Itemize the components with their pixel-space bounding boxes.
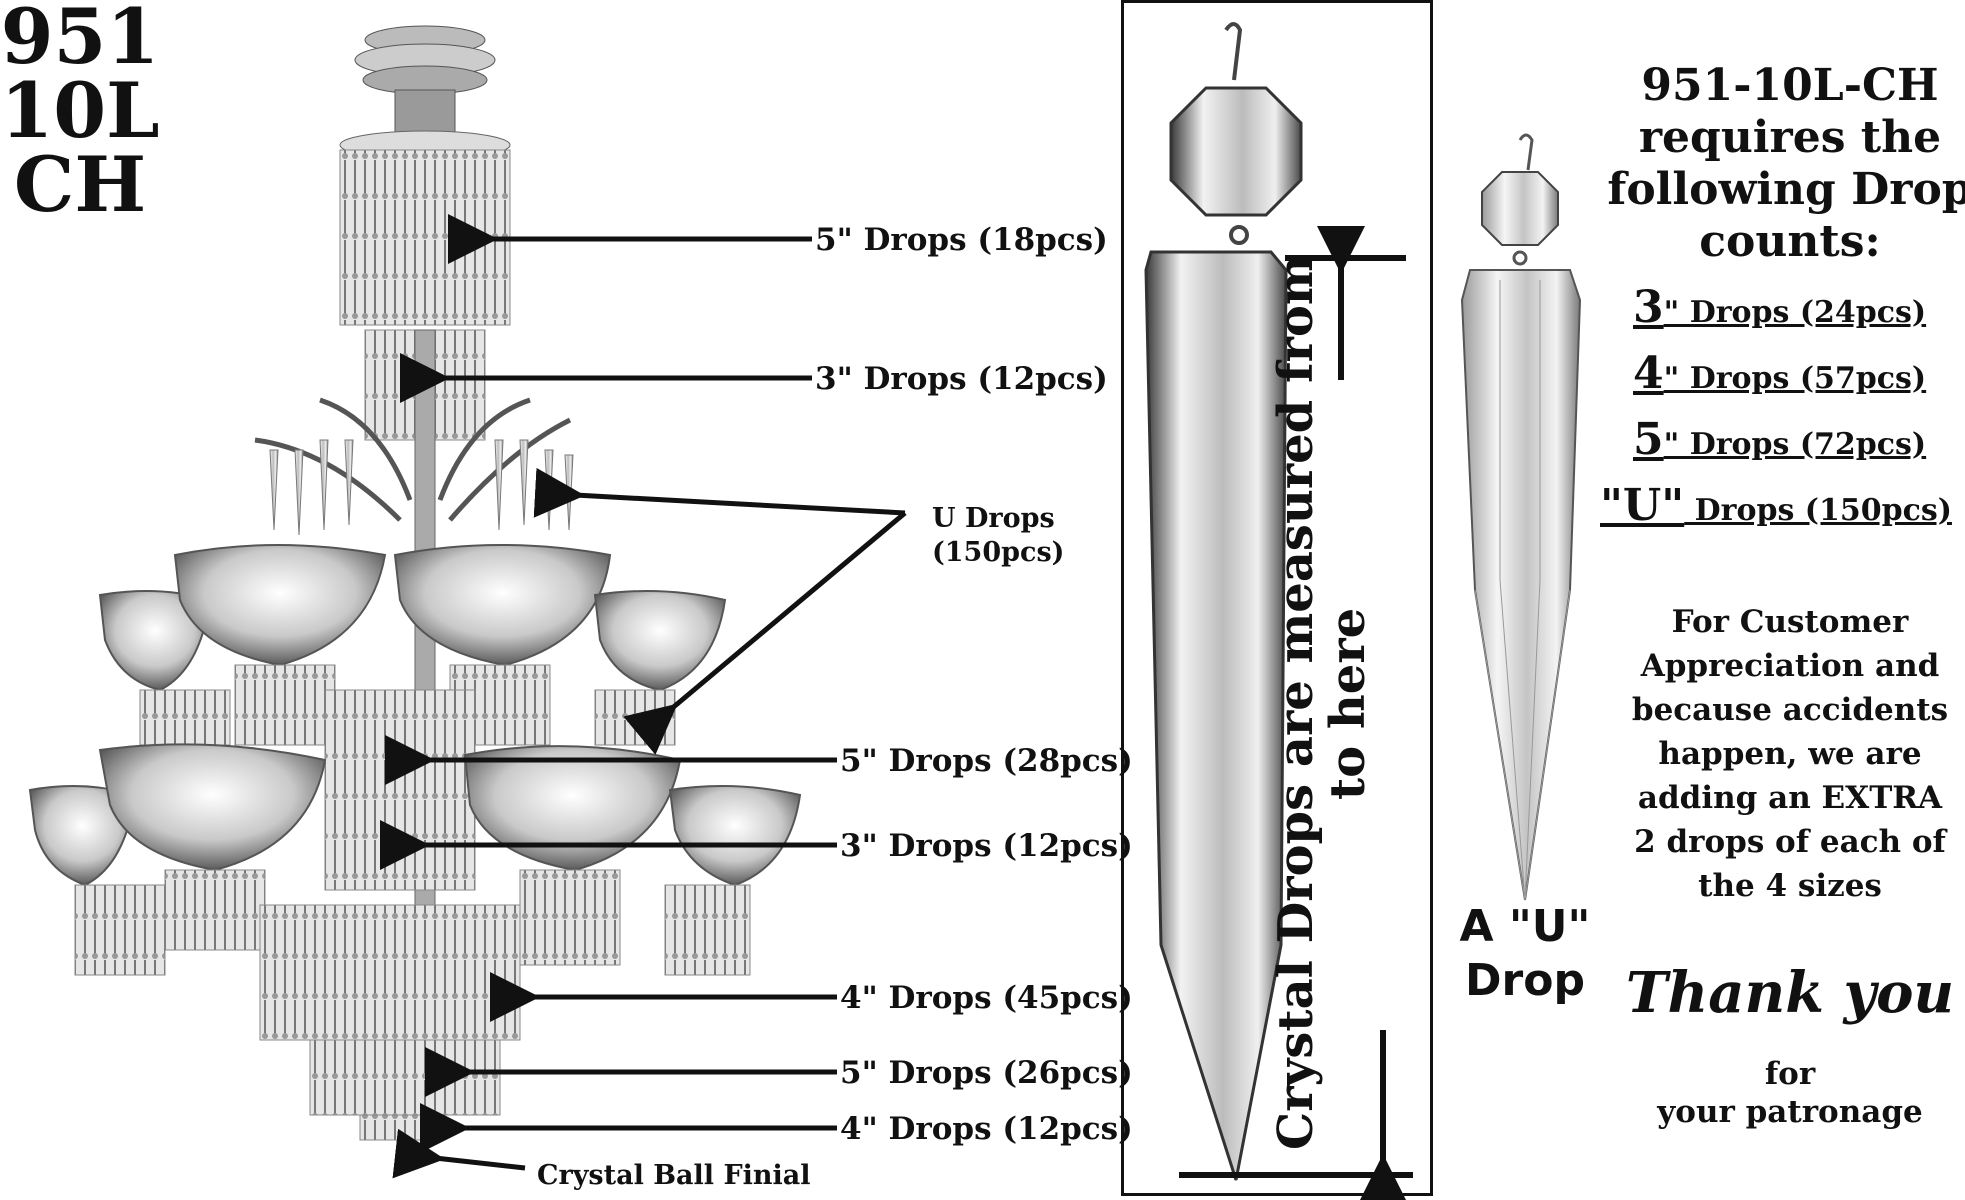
u-drop-icon	[1460, 269, 1582, 901]
drop-count-row: 4" Drops (57pcs)	[1633, 348, 1926, 399]
model-line-3: CH	[13, 140, 147, 229]
upper-bowl-drops	[139, 689, 231, 746]
requirements-title-line-2: requires the	[1638, 112, 1942, 163]
drop-count-text: Drops (150pcs)	[1684, 493, 1952, 528]
octagon-prism-icon	[1481, 171, 1559, 246]
callout-finial: Crystal Ball Finial	[537, 1160, 811, 1191]
lower-bowl-drops	[164, 869, 266, 951]
upper-bowl-drops	[234, 664, 336, 746]
octagon-prism-icon	[1169, 86, 1303, 217]
measurement-note-line-2: to here	[1320, 607, 1376, 800]
model-line-1: 951	[0, 0, 160, 81]
callout-u-drops-count: (150pcs)	[932, 537, 1065, 568]
drop-count-row: 3" Drops (24pcs)	[1633, 282, 1926, 333]
note-line: adding an EXTRA	[1637, 780, 1943, 816]
scroll-arms	[254, 397, 572, 522]
customer-appreciation-note: For Customer Appreciation and because ac…	[1600, 600, 1965, 908]
upper-glass-shades	[98, 544, 727, 692]
drop-count-row: "U" Drops (150pcs)	[1600, 480, 1952, 531]
callout-upper-3in: 3" Drops (12pcs)	[815, 361, 1108, 397]
model-number: 951 10L CH	[0, 0, 160, 229]
callout-u-drops: U Drops	[932, 503, 1055, 534]
note-line: the 4 sizes	[1698, 868, 1882, 904]
measurement-note: Crystal Drops are measured from to here	[1268, 254, 1376, 1150]
lower-bowl-drops	[519, 869, 621, 966]
u-drop-label-line-2: Drop	[1465, 955, 1585, 1006]
requirements-title: 951-10L-CH requires the following Drop c…	[1600, 60, 1965, 268]
bottom-drop-tier-1	[259, 904, 521, 1041]
large-crystal-drop	[1144, 22, 1413, 1200]
u-drop-label: A "U" Drop	[1430, 900, 1620, 1008]
thank-you-heading: Thank you	[1625, 960, 1955, 1026]
lower-bowl-drops	[664, 884, 751, 976]
drop-count-text: " Drops (24pcs)	[1663, 295, 1927, 330]
crystal-ball-finial	[399, 1139, 421, 1161]
callout-arrows	[380, 214, 907, 1179]
requirements-title-line-4: counts:	[1699, 216, 1881, 267]
callout-middle-5in: 5" Drops (28pcs)	[840, 743, 1133, 779]
hook-icon	[1224, 22, 1243, 81]
patronage-line-2: your patronage	[1657, 1094, 1923, 1130]
note-line: 2 drops of each of	[1634, 824, 1946, 860]
drop-count-text: " Drops (57pcs)	[1663, 361, 1927, 396]
requirements-title-line-3: following Drop	[1607, 164, 1965, 215]
note-line: For Customer	[1671, 604, 1909, 640]
drop-count-text: " Drops (72pcs)	[1663, 427, 1927, 462]
note-line: happen, we are	[1658, 736, 1922, 772]
measurement-note-line-1: Crystal Drops are measured from	[1268, 254, 1324, 1150]
drop-size: 4	[1633, 348, 1664, 399]
model-line-2: 10L	[0, 66, 160, 155]
ceiling-canopy	[339, 25, 511, 160]
callout-bottom-4in: 4" Drops (12pcs)	[840, 1111, 1133, 1147]
patronage-note: for your patronage	[1600, 1055, 1965, 1131]
middle-drop-tier	[324, 689, 476, 891]
callout-lower-5in: 5" Drops (26pcs)	[840, 1055, 1133, 1091]
callout-middle-3in: 3" Drops (12pcs)	[840, 828, 1133, 864]
note-line: Appreciation and	[1640, 648, 1940, 684]
requirements-title-line-1: 951-10L-CH	[1641, 60, 1939, 111]
drop-size: 5	[1633, 414, 1664, 465]
drop-size: "U"	[1600, 480, 1685, 531]
callout-top-5in: 5" Drops (18pcs)	[815, 222, 1108, 258]
crystal-spear-icon	[1144, 250, 1288, 1181]
upper-bowl-drops	[594, 689, 676, 746]
note-line: because accidents	[1631, 692, 1949, 728]
hook-icon	[1518, 133, 1534, 171]
callout-lower-4in: 4" Drops (45pcs)	[840, 980, 1133, 1016]
bottom-drop-tier-3	[359, 1114, 441, 1141]
patronage-line-1: for	[1764, 1056, 1816, 1092]
lower-bowl-drops	[74, 884, 166, 976]
u-drop-label-line-1: A "U"	[1459, 901, 1591, 952]
drop-count-row: 5" Drops (72pcs)	[1633, 414, 1926, 465]
u-drop-illustration	[1460, 133, 1582, 901]
bottom-drop-tier-2	[309, 1039, 501, 1116]
top-drop-tier	[339, 149, 511, 326]
lower-glass-shades	[28, 743, 802, 887]
drop-size: 3	[1633, 282, 1664, 333]
measurement-frame	[1121, 0, 1433, 1196]
